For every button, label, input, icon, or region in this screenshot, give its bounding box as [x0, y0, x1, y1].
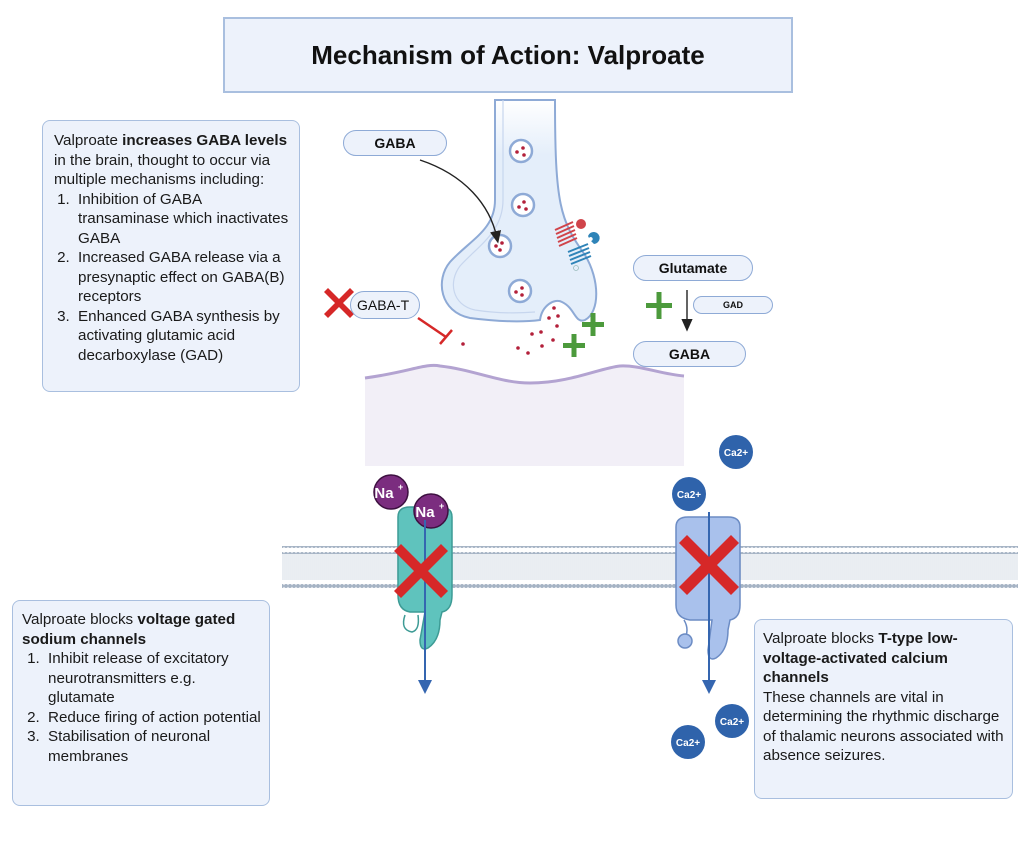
- list-item: Increased GABA release via a presynaptic…: [74, 248, 291, 307]
- ca-ion-4: Ca2+: [671, 725, 705, 759]
- ca-ion-1: Ca2+: [719, 435, 753, 469]
- sodium-intro-emphasis: voltage gated sodium channels: [22, 611, 236, 648]
- na-ion-2: Na +: [413, 493, 449, 529]
- gaba-intro-text-2: in the brain, thought to occur via multi…: [54, 151, 271, 189]
- ca-ion-3: Ca2+: [715, 704, 749, 738]
- sodium-intro-text: Valproate blocks: [22, 611, 138, 628]
- gaba-intro-text-1: Valproate: [54, 132, 123, 149]
- calcium-intro: Valproate blocks T-type low-voltage-acti…: [763, 629, 1004, 688]
- page-title: Mechanism of Action: Valproate: [311, 39, 705, 70]
- cell-membrane: [282, 546, 1018, 588]
- gaba-mechanism-list: Inhibition of GABA transaminase which in…: [54, 190, 291, 366]
- list-item: Enhanced GABA synthesis by activating gl…: [74, 307, 291, 366]
- gaba-mechanism-box: Valproate increases GABA levels in the b…: [42, 120, 300, 392]
- gaba-t-block-x-icon: [324, 288, 354, 318]
- gaba-intro: Valproate increases GABA levels in the b…: [54, 131, 291, 190]
- glutamate-label: Glutamate: [658, 260, 728, 276]
- calcium-flow-arrow: [702, 512, 716, 694]
- gad-pill: GAD: [693, 296, 773, 314]
- na-ion-2-label: Na: [415, 504, 435, 521]
- postsynaptic-membrane: [364, 363, 685, 466]
- glutamate-pill: Glutamate: [633, 255, 753, 281]
- na-ion-2-charge: +: [439, 501, 444, 511]
- na-ion-1-label: Na: [374, 485, 394, 502]
- gaba-t-label: GABA-T: [357, 297, 410, 313]
- list-item: Inhibit release of excitatory neurotrans…: [44, 649, 261, 708]
- list-item: Stabilisation of neuronal membranes: [44, 727, 261, 766]
- gaba-label: GABA: [374, 135, 416, 151]
- list-item: Inhibition of GABA transaminase which in…: [74, 190, 291, 249]
- gaba-product-label: GABA: [668, 346, 711, 362]
- vesicle-4: [507, 278, 533, 304]
- ca-ion-3-label: Ca2+: [720, 717, 744, 728]
- gaba-intro-emphasis: increases GABA levels: [122, 132, 288, 149]
- released-gaba-molecules: [461, 306, 560, 355]
- sodium-intro: Valproate blocks voltage gated sodium ch…: [22, 610, 261, 649]
- ca-ion-1-label: Ca2+: [724, 448, 748, 459]
- calcium-intro-emphasis: T-type low-voltage-activated calcium cha…: [763, 630, 958, 686]
- title-box: Mechanism of Action: Valproate: [223, 17, 793, 93]
- gaba-t-pill: GABA-T: [350, 291, 420, 319]
- sodium-channel-box: Valproate blocks voltage gated sodium ch…: [12, 600, 270, 806]
- vesicle-3: [487, 233, 513, 259]
- gad-label: GAD: [723, 300, 743, 310]
- gaba-label-pill: GABA: [343, 130, 447, 156]
- vesicle-1: [508, 138, 534, 164]
- calcium-block-x-icon: [679, 535, 739, 595]
- calcium-intro-text: Valproate blocks: [763, 630, 879, 647]
- gaba-t-inhibition-icon: [417, 316, 453, 345]
- na-ion-1-charge: +: [398, 482, 403, 492]
- gaba-product-pill: GABA: [633, 341, 746, 367]
- sodium-flow-arrow: [418, 520, 432, 694]
- ca-ion-2: Ca2+: [672, 477, 706, 511]
- calcium-description: These channels are vital in determining …: [763, 688, 1004, 765]
- na-ion-1: Na +: [373, 474, 409, 510]
- calcium-channel-box: Valproate blocks T-type low-voltage-acti…: [754, 619, 1013, 799]
- gad-enhance-plus-icon: [646, 292, 672, 319]
- ca-ion-4-label: Ca2+: [676, 738, 700, 749]
- vesicle-2: [510, 192, 536, 218]
- ca-ion-2-label: Ca2+: [677, 490, 701, 501]
- gaba-uptake-arrow: [419, 159, 502, 244]
- sodium-block-x-icon: [394, 544, 448, 598]
- enhance-plus-icon: [563, 313, 604, 357]
- sodium-effects-list: Inhibit release of excitatory neurotrans…: [22, 649, 261, 766]
- gaba-b-receptor-icon: [554, 219, 600, 271]
- list-item: Reduce firing of action potential: [44, 708, 261, 728]
